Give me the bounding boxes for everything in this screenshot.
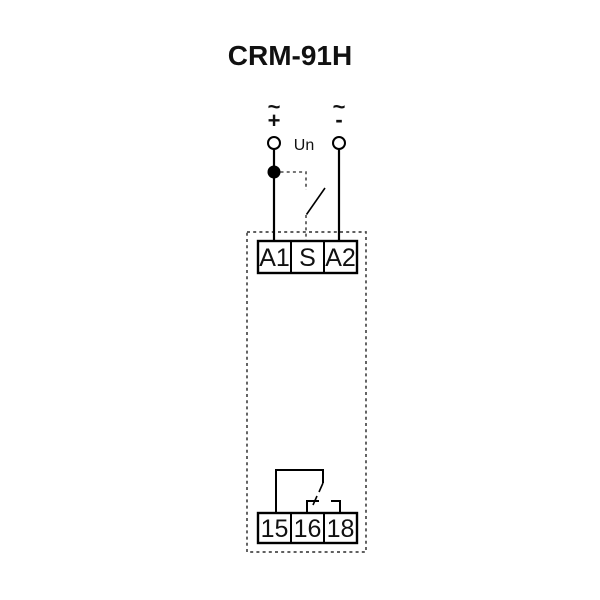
- bottom-terminal-block: 15 16 18: [256, 511, 359, 545]
- supply-terminal-circle-right: [332, 136, 346, 150]
- ac-symbol-left: ~: [268, 94, 281, 119]
- control-input-s-wire: [280, 171, 326, 242]
- device-title: CRM-91H: [228, 40, 352, 71]
- external-switch-arm: [305, 187, 326, 215]
- ac-symbol-right: ~: [333, 94, 346, 119]
- top-terminal-block-outline: [256, 239, 359, 275]
- relay-changeover-contact: [275, 469, 341, 513]
- terminal-label-s: S: [299, 244, 316, 272]
- junction-dot: [267, 165, 281, 179]
- terminal-label-18: 18: [327, 515, 355, 543]
- supply-terminal-left: ~ +: [267, 94, 281, 150]
- contact-arm-upper-segment: [318, 482, 324, 493]
- plus-polarity-symbol: +: [268, 108, 281, 133]
- terminal-label-16: 16: [294, 515, 322, 543]
- no-contact-hook-18: [331, 500, 341, 513]
- terminal-label-a1: A1: [259, 244, 290, 272]
- device-body-outline: [246, 231, 367, 553]
- supply-terminal-circle-left: [267, 136, 281, 150]
- control-wire-dashed-upper: [280, 171, 307, 190]
- supply-terminal-right: ~ -: [332, 94, 346, 150]
- supply-voltage-label: Un: [294, 137, 314, 154]
- common-contact-wire-15: [275, 469, 324, 513]
- minus-polarity-symbol: -: [335, 107, 342, 132]
- top-terminal-block: A1 S A2: [256, 239, 359, 275]
- terminal-label-15: 15: [261, 515, 289, 543]
- nc-contact-hook-16: [306, 500, 319, 513]
- terminal-label-a2: A2: [325, 244, 356, 272]
- bottom-terminal-block-outline: [256, 511, 359, 545]
